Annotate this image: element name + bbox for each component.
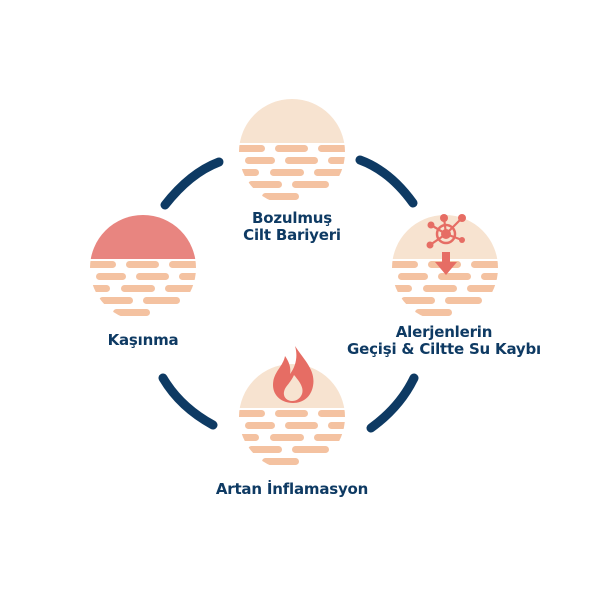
label-allergen-penetration-line2: Geçişi & Ciltte Su Kaybı (347, 340, 541, 358)
skin-sample-left (90, 215, 196, 316)
cycle-arcs (158, 155, 419, 433)
label-disrupted-barrier: Bozulmuş Cilt Bariyeri (243, 210, 341, 244)
flame-icon (273, 346, 314, 403)
label-allergen-penetration-line1: Alerjenlerin (395, 323, 493, 341)
arc-top-left (160, 157, 224, 210)
arc-bottom-left (158, 373, 218, 430)
arc-bottom-right (366, 373, 419, 433)
down-arrow-icon (435, 252, 457, 275)
label-allergen-penetration: Alerjenlerin Geçişi & Ciltte Su Kaybı (347, 324, 541, 358)
skin-sample-top (239, 99, 345, 200)
label-itching: Kaşınma (108, 332, 179, 349)
label-increased-inflammation: Artan İnflamasyon (216, 481, 368, 498)
label-disrupted-barrier-line2: Cilt Bariyeri (243, 226, 341, 244)
label-increased-inflammation-line1: Artan İnflamasyon (215, 480, 369, 498)
allergen-molecule-icon (426, 214, 466, 249)
label-disrupted-barrier-line1: Bozulmuş (252, 209, 332, 227)
label-itching-line1: Kaşınma (107, 331, 179, 349)
arc-top-right (355, 155, 418, 208)
